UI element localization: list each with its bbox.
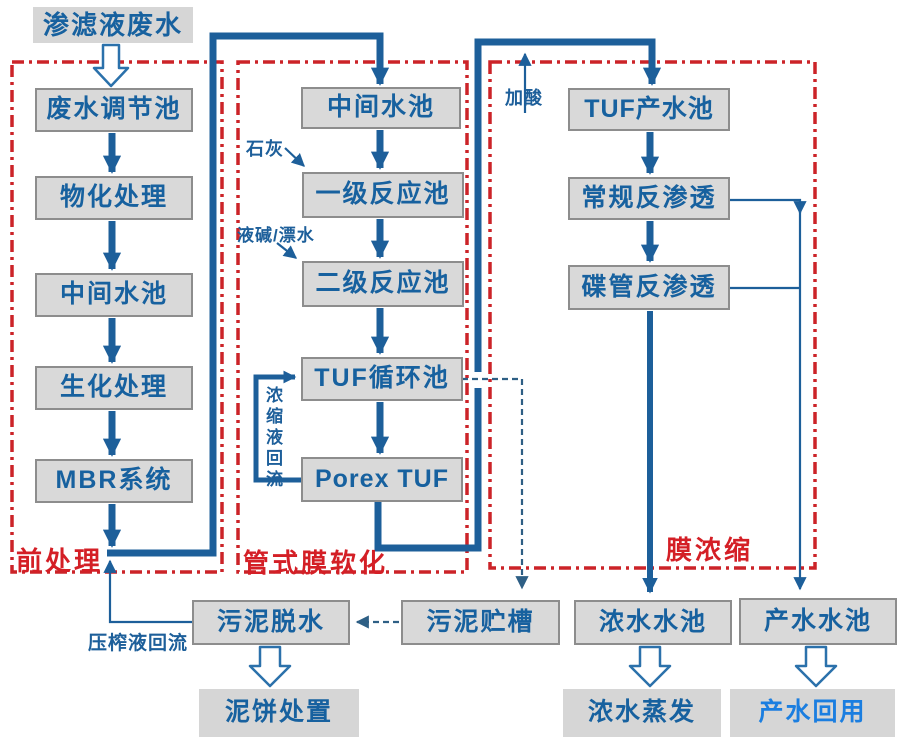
- node-tuf-circulation-tank: TUF循环池: [301, 357, 463, 401]
- node-sludge-dewatering: 污泥脱水: [192, 600, 350, 645]
- label-caustic-bleach: 液碱/漂水: [237, 226, 315, 245]
- region-label-softening: 管式膜软化: [243, 548, 389, 578]
- node-stage1-reaction-tank: 一级反应池: [302, 172, 464, 218]
- node-intermediate-tank-2: 中间水池: [301, 87, 461, 129]
- node-conventional-ro: 常规反渗透: [568, 177, 730, 220]
- node-cake-disposal: 泥饼处置: [199, 689, 359, 737]
- node-equalization-tank: 废水调节池: [35, 88, 193, 132]
- arrow-caustic-dosing: [276, 242, 298, 259]
- hollow-arrow-dewater-to-cake: [248, 645, 292, 688]
- region-label-concentration: 膜浓缩: [666, 535, 754, 565]
- route-mbr-to-intermediate2-arrow: [107, 32, 390, 557]
- node-disc-tube-ro: 碟管反渗透: [568, 265, 730, 310]
- node-concentrate-tank: 浓水水池: [574, 600, 732, 645]
- node-intermediate-tank-1: 中间水池: [35, 273, 193, 317]
- hollow-arrow-leachate-to-equalization: [92, 43, 130, 88]
- region-softening-border: [236, 60, 469, 574]
- node-tuf-product-tank: TUF产水池: [568, 88, 730, 131]
- label-concentrate-return: 浓缩液回流: [263, 386, 282, 491]
- route-porex-to-tuf-product-arrow: [374, 38, 662, 552]
- node-concentrate-evaporation: 浓水蒸发: [563, 689, 721, 737]
- label-acid-dosing: 加酸: [505, 88, 543, 108]
- node-stage2-reaction-tank: 二级反应池: [302, 261, 464, 307]
- label-lime: 石灰: [246, 139, 284, 159]
- node-product-water-reuse: 产水回用: [730, 689, 895, 737]
- route-permeate-to-product-tank-arrow: [730, 198, 807, 591]
- route-tufloop-sludge-to-storage-arrow: [462, 377, 529, 590]
- label-press-liquor-return: 压榨液回流: [88, 633, 189, 654]
- hollow-arrow-concentrate-to-evap: [628, 645, 672, 688]
- node-physicochemical-treatment: 物化处理: [35, 176, 193, 220]
- node-leachate-wastewater: 渗滤液废水: [33, 7, 193, 43]
- arrow-lime-dosing: [284, 147, 305, 167]
- node-sludge-storage-tank: 污泥贮槽: [401, 600, 560, 645]
- node-biological-treatment: 生化处理: [35, 366, 193, 410]
- hollow-arrow-product-to-reuse: [794, 645, 838, 688]
- node-mbr-system: MBR系统: [35, 459, 193, 503]
- region-label-pretreatment: 前处理: [16, 546, 104, 576]
- route-press-liquor-return-arrow: [103, 559, 192, 624]
- node-product-water-tank: 产水水池: [739, 598, 897, 645]
- node-porex-tuf: Porex TUF: [301, 457, 463, 502]
- route-concentrate-return-arrow: [253, 370, 301, 483]
